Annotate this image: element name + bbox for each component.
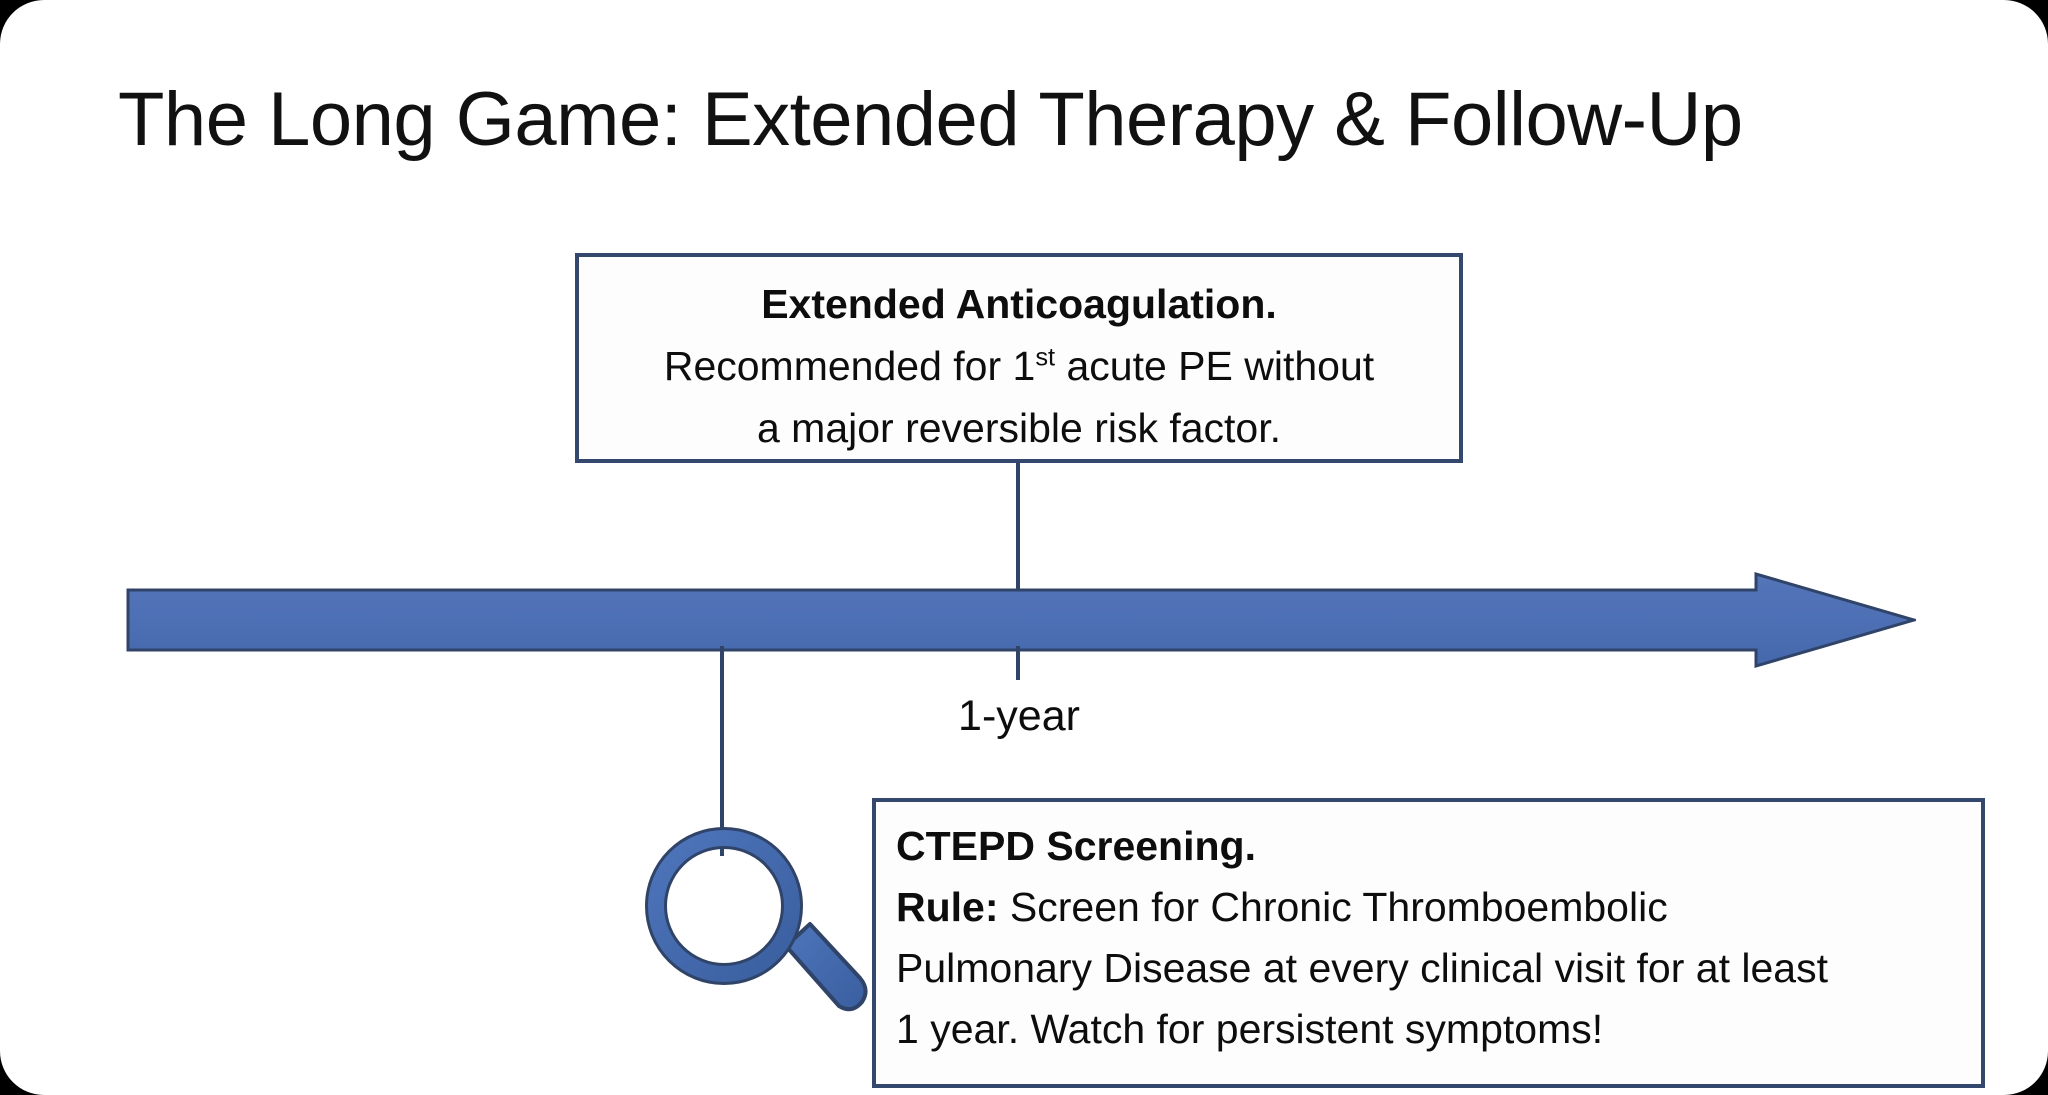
callout-heading: Extended Anticoagulation. [761,281,1277,327]
arrow-shape [126,572,1916,668]
callout-line-2: Recommended for 1st acute PE without [579,335,1459,397]
ctepd-rule-label: Rule: [896,884,999,930]
ctepd-rule-line-1: Rule: Screen for Chronic Thromboembolic [896,877,1961,938]
ordinal-superscript: st [1035,343,1056,372]
magnifier-handle [784,922,868,1012]
ctepd-rule-text-1: Screen for Chronic Thromboembolic [998,884,1668,930]
callout-extended-anticoagulation: Extended Anticoagulation. Recommended fo… [575,253,1463,463]
connector-line-ctepd [720,646,724,856]
magnifier-lens-ring [646,828,802,984]
tick-mark-one-year [1016,646,1020,680]
page-title: The Long Game: Extended Therapy & Follow… [118,77,1743,162]
callout-line-3: a major reversible risk factor. [756,405,1282,451]
ctepd-heading: CTEPD Screening. [896,823,1256,869]
magnifier-ring-inner-edge [664,846,784,966]
magnifier-ring-outer-edge [645,827,803,985]
axis-tick-label-one-year: 1-year [958,692,1080,740]
time-axis-arrow [126,572,1916,668]
ctepd-rule-line-3: 1 year. Watch for persistent symptoms! [896,1006,1604,1052]
callout-ctepd-screening: CTEPD Screening. Rule: Screen for Chroni… [872,798,1985,1088]
magnifying-glass-icon [645,827,868,1012]
callout-line-2-a: Recommended for 1 [663,343,1036,389]
connector-line-extended-ac [1016,463,1020,590]
ctepd-rule-line-2: Pulmonary Disease at every clinical visi… [896,945,1828,991]
callout-line-2-b: acute PE without [1055,343,1375,389]
